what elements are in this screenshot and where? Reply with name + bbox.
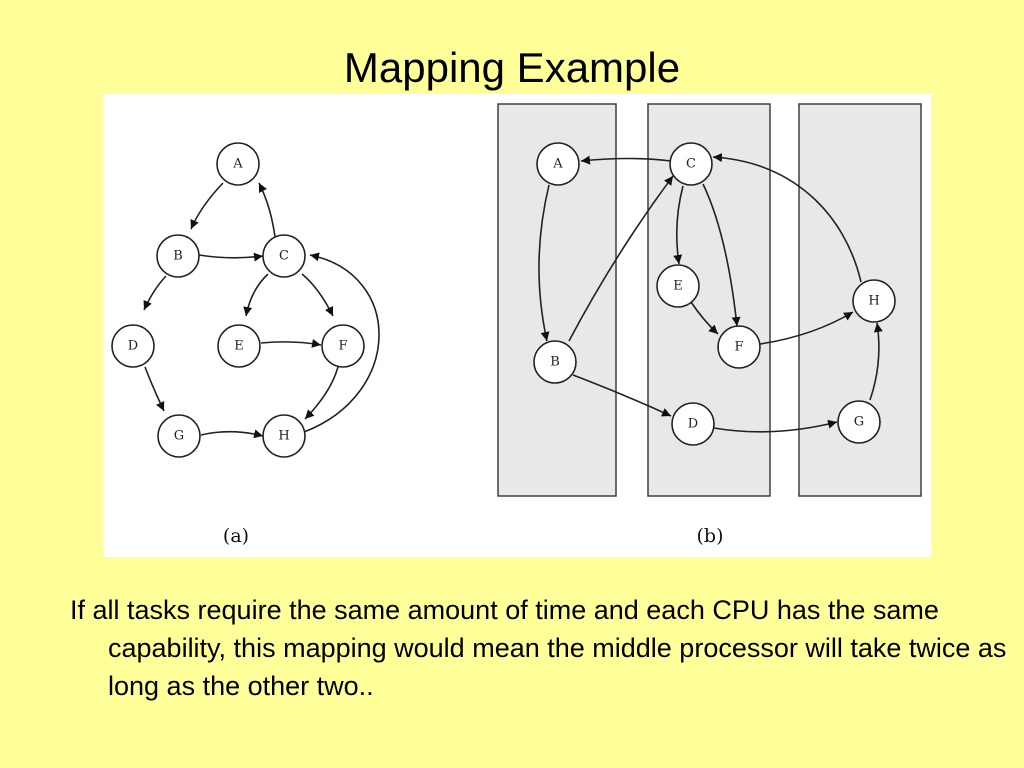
edge-b-C-A xyxy=(580,155,672,165)
node-a-F: F xyxy=(321,324,365,368)
graph-b: A B C D E F G xyxy=(497,103,922,547)
node-a-D-label: D xyxy=(128,339,138,354)
edge-b-B-D xyxy=(572,374,672,417)
node-a-C: C xyxy=(262,234,306,278)
edge-a-C-A xyxy=(258,182,276,238)
node-b-G: G xyxy=(837,400,881,444)
graph-a: A B C D E F G xyxy=(111,142,380,547)
edge-a-H-C xyxy=(303,252,380,433)
node-b-D: D xyxy=(671,402,715,446)
node-a-E-label: E xyxy=(234,339,244,354)
node-b-C-label: C xyxy=(686,157,696,172)
node-b-H-label: H xyxy=(868,294,879,309)
edge-b-H-C xyxy=(712,153,862,283)
node-a-B-label: B xyxy=(173,249,183,264)
node-b-F: F xyxy=(717,325,761,369)
caption-b: (b) xyxy=(697,525,724,547)
task-graph-figure: A B C D E F G xyxy=(111,103,922,547)
node-b-C: C xyxy=(669,142,713,186)
edge-a-E-F xyxy=(260,338,322,348)
node-a-H: H xyxy=(262,414,306,458)
node-a-D: D xyxy=(111,324,155,368)
edge-b-E-F xyxy=(690,301,719,335)
figure-panel: A B C D E F G xyxy=(103,94,931,557)
edge-a-C-F xyxy=(301,273,334,317)
edge-b-G-H xyxy=(869,322,883,401)
node-b-G-label: G xyxy=(854,415,864,430)
node-a-A-label: A xyxy=(232,157,243,172)
edge-b-C-E xyxy=(673,185,684,265)
node-b-A-label: A xyxy=(552,157,563,172)
node-a-A: A xyxy=(216,142,260,186)
node-b-A: A xyxy=(536,142,580,186)
node-a-G-label: G xyxy=(174,429,184,444)
node-a-C-label: C xyxy=(279,249,289,264)
edge-a-D-G xyxy=(144,366,165,412)
edge-b-C-F xyxy=(702,183,741,327)
edge-a-F-H xyxy=(304,366,339,420)
node-b-F-label: F xyxy=(734,340,743,355)
caption-a: (a) xyxy=(223,525,249,547)
edge-b-A-B xyxy=(538,184,550,342)
node-b-H: H xyxy=(852,279,896,323)
node-b-E-label: E xyxy=(673,279,683,294)
edge-a-G-H xyxy=(200,429,264,439)
edge-b-D-G xyxy=(713,419,838,433)
edge-a-A-B xyxy=(190,182,224,230)
node-b-B: B xyxy=(533,340,577,384)
edge-a-C-E xyxy=(243,273,269,317)
node-a-G: G xyxy=(157,414,201,458)
node-a-E: E xyxy=(217,324,261,368)
node-b-D-label: D xyxy=(688,417,698,432)
node-a-H-label: H xyxy=(278,429,289,444)
edge-a-B-D xyxy=(143,275,167,311)
node-b-B-label: B xyxy=(550,355,560,370)
node-b-E: E xyxy=(656,264,700,308)
node-a-F-label: F xyxy=(338,339,347,354)
description-text: If all tasks require the same amount of … xyxy=(70,595,1007,701)
node-a-B: B xyxy=(156,234,200,278)
edge-b-F-H xyxy=(759,311,854,345)
edge-b-B-C xyxy=(568,175,674,342)
slide-title: Mapping Example xyxy=(343,44,681,91)
edge-a-B-C xyxy=(198,252,264,262)
